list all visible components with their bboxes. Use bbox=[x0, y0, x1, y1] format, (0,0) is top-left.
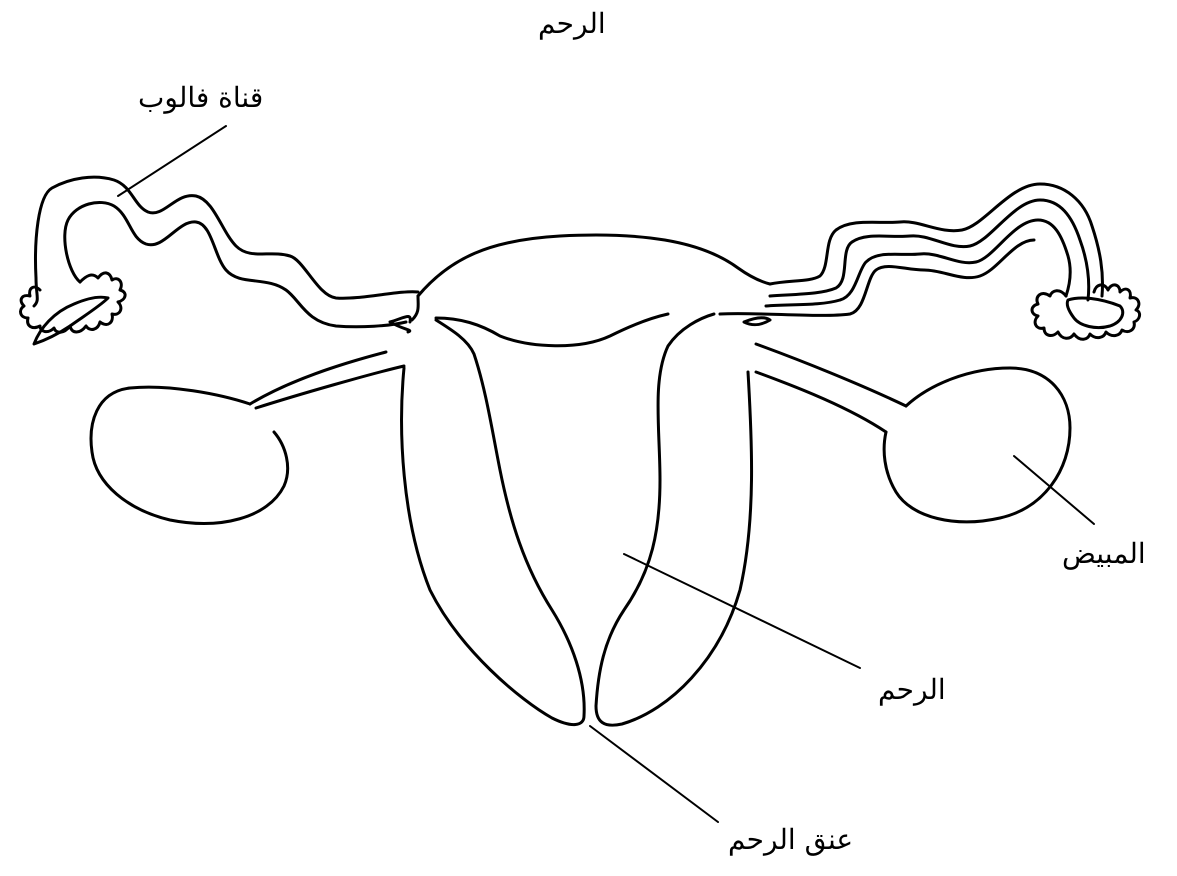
label-cervix: عنق الرحم bbox=[728, 826, 853, 854]
left-ovarian-ligament bbox=[250, 352, 404, 408]
left-fallopian-tube-lower bbox=[65, 202, 406, 326]
uterus-cavity-top bbox=[436, 314, 668, 346]
right-tube-entry bbox=[744, 318, 770, 325]
leader-ovary bbox=[1014, 456, 1094, 524]
left-fallopian-tube-upper bbox=[34, 177, 418, 306]
diagram-title: الرحم bbox=[538, 10, 606, 38]
uterus-right-wall-outer bbox=[596, 314, 752, 725]
leader-cervix bbox=[590, 726, 718, 822]
label-fallopian-tube: قناة فالوب bbox=[138, 84, 263, 112]
right-ovarian-ligament bbox=[756, 344, 906, 432]
right-fallopian-tube-2 bbox=[770, 200, 1089, 300]
label-uterus: الرحم bbox=[878, 676, 946, 704]
right-fimbriae-inner bbox=[1067, 298, 1123, 328]
left-fimbriae-inner bbox=[34, 297, 108, 344]
leader-fallopian-tube bbox=[118, 126, 226, 196]
right-ovary bbox=[884, 368, 1070, 522]
leader-uterus bbox=[624, 554, 860, 668]
uterus-left-shoulder bbox=[412, 296, 418, 320]
uterus-left-wall-outer bbox=[402, 320, 585, 725]
label-ovary: المبيض bbox=[1062, 540, 1146, 568]
right-fallopian-tube-4 bbox=[720, 240, 1034, 315]
uterus-fundus bbox=[418, 235, 770, 296]
